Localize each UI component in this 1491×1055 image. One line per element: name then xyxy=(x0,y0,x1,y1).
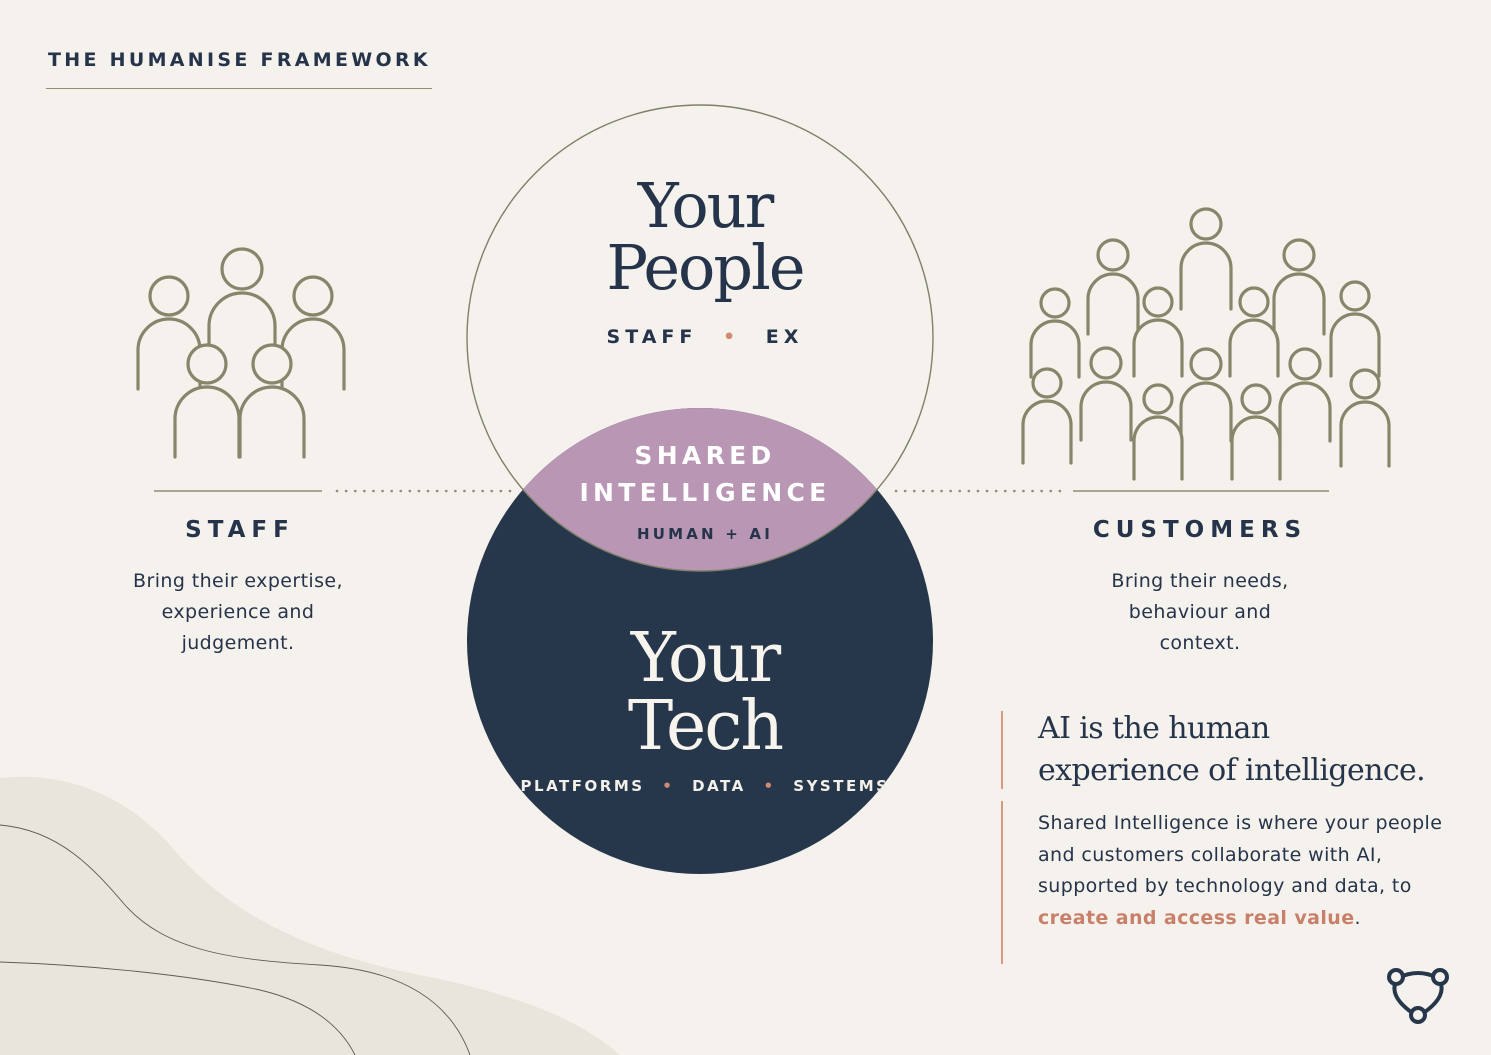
person-figure-icon xyxy=(1272,238,1326,336)
person-figure-icon xyxy=(1086,238,1140,336)
person-figure-icon xyxy=(1179,207,1233,311)
person-figure-icon xyxy=(1029,287,1081,379)
person-figure-icon xyxy=(1132,383,1184,481)
people-title-line2: People xyxy=(606,231,805,304)
people-subtitle-ex: EX xyxy=(765,326,804,348)
tech-title: Your Tech xyxy=(520,625,890,761)
callout-body: Shared Intelligence is where your people… xyxy=(1038,808,1458,934)
staff-desc-line: Bring their expertise, xyxy=(133,570,343,592)
shared-intelligence-title: SHARED INTELLIGENCE xyxy=(540,437,870,511)
tech-title-line2: Tech xyxy=(627,687,784,766)
separator-dot: • xyxy=(723,326,741,348)
people-group-icon xyxy=(136,247,346,459)
callout-heading: AI is the human experience of intelligen… xyxy=(1038,708,1458,792)
customers-desc-line: behaviour and xyxy=(1128,601,1272,623)
people-crowd-icon xyxy=(1021,207,1391,481)
person-figure-icon xyxy=(1329,280,1381,378)
tech-item-platforms: PLATFORMS xyxy=(520,777,645,795)
separator-dot: • xyxy=(763,777,776,795)
callout-body-text: Shared Intelligence is where your people… xyxy=(1038,812,1443,897)
person-figure-icon xyxy=(280,275,346,391)
customers-desc-line: context. xyxy=(1159,632,1241,654)
customers-description: Bring their needs, behaviour and context… xyxy=(1075,566,1325,659)
staff-desc-line: judgement. xyxy=(181,632,295,654)
people-subtitle: STAFF • EX xyxy=(560,326,850,348)
person-figure-icon xyxy=(207,247,277,367)
person-figure-icon xyxy=(173,343,241,459)
tech-title-line1: Your xyxy=(630,619,781,698)
separator-dot: • xyxy=(662,777,675,795)
person-figure-icon xyxy=(1278,347,1332,443)
callout-accent-bar xyxy=(1001,801,1003,964)
shared-title-line1: SHARED xyxy=(634,441,776,470)
brand-logo-icon xyxy=(1387,968,1449,1024)
callout-heading-line1: AI is the human xyxy=(1038,711,1270,746)
page-title: THE HUMANISE FRAMEWORK xyxy=(48,49,431,71)
people-title: Your People xyxy=(520,175,890,299)
tech-item-data: DATA xyxy=(692,777,746,795)
person-figure-icon xyxy=(1021,367,1073,465)
person-figure-icon xyxy=(1179,347,1233,443)
callout-body-end: . xyxy=(1354,906,1361,929)
staff-label: STAFF xyxy=(185,517,295,543)
person-figure-icon xyxy=(238,343,306,459)
staff-description: Bring their expertise, experience and ju… xyxy=(108,566,368,659)
tech-subtitle: PLATFORMS • DATA • SYSTEMS xyxy=(500,777,910,795)
person-figure-icon xyxy=(136,275,202,391)
shared-intelligence-subtitle: HUMAN + AI xyxy=(636,525,774,543)
customers-label: CUSTOMERS xyxy=(1092,517,1308,543)
people-subtitle-staff: STAFF xyxy=(606,326,698,348)
title-underline xyxy=(46,88,432,89)
staff-desc-line: experience and xyxy=(161,601,315,623)
person-figure-icon xyxy=(1228,286,1280,378)
shared-title-line2: INTELLIGENCE xyxy=(579,478,831,507)
person-figure-icon xyxy=(1132,286,1184,378)
tech-item-systems: SYSTEMS xyxy=(793,777,890,795)
callout-accent-bar xyxy=(1001,711,1003,789)
callout-heading-line2: experience of intelligence. xyxy=(1038,753,1426,788)
customers-desc-line: Bring their needs, xyxy=(1111,570,1289,592)
person-figure-icon xyxy=(1339,368,1391,468)
person-figure-icon xyxy=(1230,383,1282,481)
shared-intelligence-lens xyxy=(467,408,933,571)
decorative-waves xyxy=(0,776,620,1055)
people-title-line1: Your xyxy=(637,169,774,242)
people-circle xyxy=(466,104,934,572)
callout-body-highlight: create and access real value xyxy=(1038,906,1355,929)
person-figure-icon xyxy=(1079,346,1133,442)
